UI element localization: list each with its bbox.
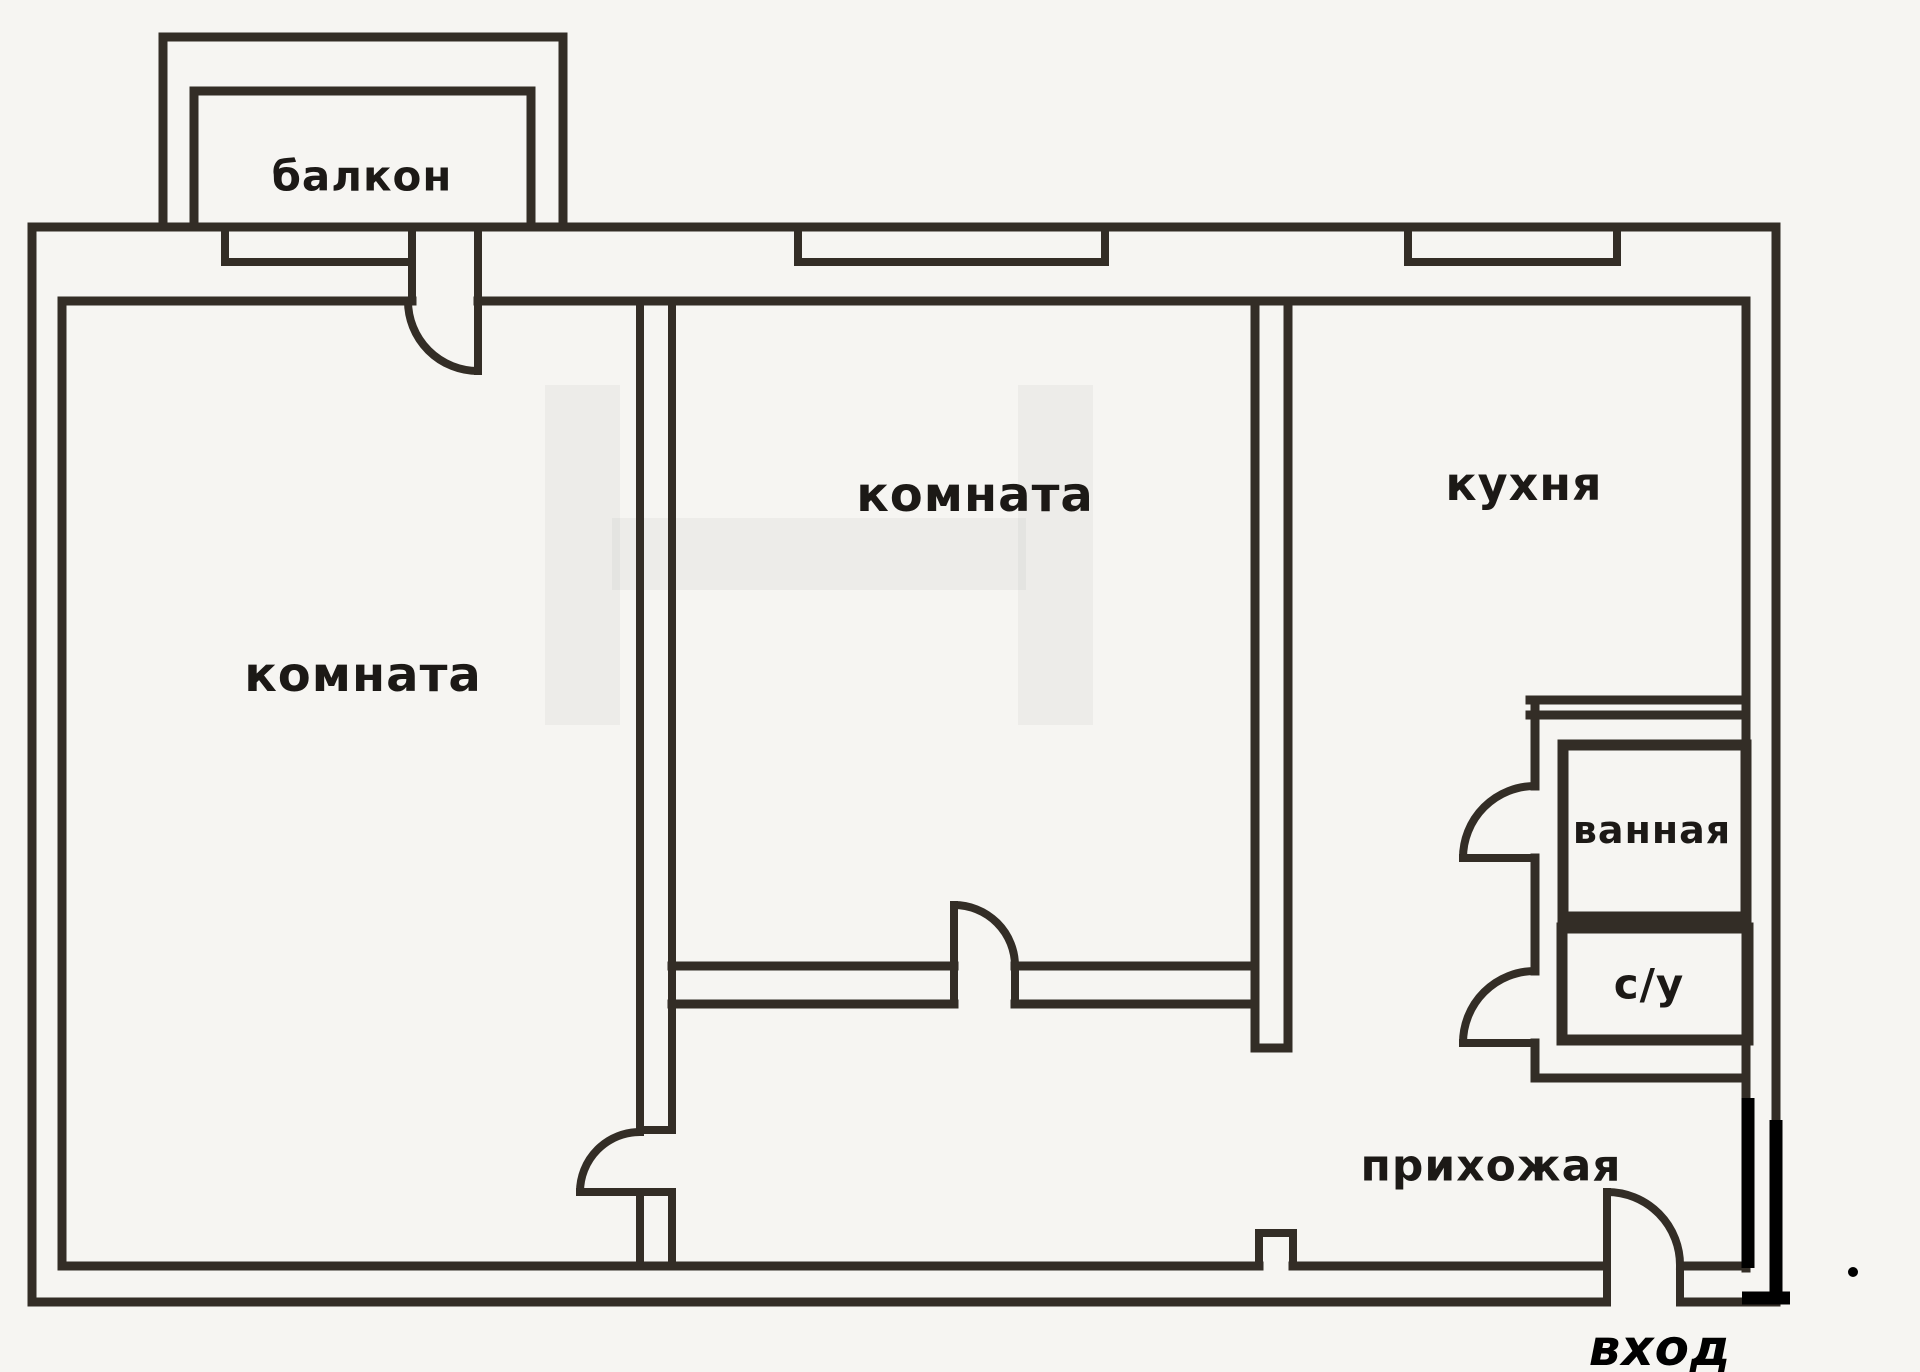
- watermark: [545, 385, 1093, 725]
- label-room-middle: комната: [856, 467, 1094, 523]
- label-kitchen: кухня: [1445, 457, 1603, 511]
- toilet-box: [1556, 922, 1754, 1046]
- label-hallway: прихожая: [1360, 1140, 1622, 1192]
- room-divider-wall: [636, 297, 676, 1270]
- balcony-outline: [158, 32, 568, 232]
- kitchen-partition-wall: [1250, 296, 1297, 1270]
- label-bathroom: ванная: [1572, 808, 1732, 852]
- hallway-wall: [667, 961, 1260, 1009]
- left-room-door: [575, 1127, 676, 1197]
- balcony-door: [403, 296, 483, 376]
- label-entrance: вход: [1588, 1319, 1732, 1372]
- entrance-door: [1602, 1187, 1685, 1310]
- middle-room-door: [949, 900, 1020, 971]
- label-room-left: комната: [244, 647, 482, 703]
- windows: [221, 223, 1621, 305]
- toilet-door: [1458, 966, 1540, 1048]
- bathroom-box: [1557, 739, 1752, 923]
- entrance-marks: [1741, 1098, 1858, 1305]
- bathroom-door: [1458, 781, 1540, 863]
- label-toilet: с/у: [1613, 959, 1685, 1009]
- kitchen-bathroom-walls: [1525, 695, 1751, 1083]
- label-balcony: балкон: [271, 151, 453, 201]
